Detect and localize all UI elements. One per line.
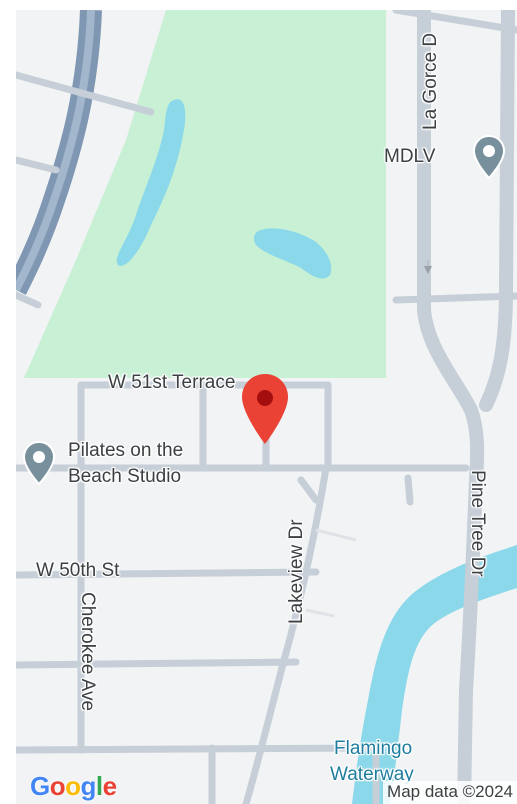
map-base-layer	[16, 10, 517, 804]
lake-north	[116, 99, 186, 266]
map-canvas[interactable]: W 51st Terrace W 50th St Cherokee Ave La…	[16, 10, 517, 804]
place-marker-icon	[22, 440, 56, 486]
water-label-line1: Flamingo	[334, 738, 413, 759]
flamingo-waterway	[352, 545, 517, 804]
poi-pilates-label-line2: Beach Studio	[68, 466, 182, 487]
water-label-line2: Waterway	[330, 764, 414, 785]
logo-letter-l: l	[95, 771, 103, 801]
logo-letter-g2: g	[80, 771, 97, 801]
map-attribution[interactable]: Map data ©2024	[383, 781, 517, 804]
street-label-pine-tree-dr: Pine Tree Dr	[467, 470, 488, 577]
park-area	[24, 10, 386, 378]
google-logo: Google	[30, 771, 117, 802]
logo-letter-g: G	[30, 771, 50, 801]
map-pin-icon[interactable]	[239, 372, 291, 448]
lake-east	[253, 228, 332, 279]
street-label-lakeview-dr: Lakeview Dr	[286, 519, 307, 624]
arterial-roads	[417, 10, 515, 804]
logo-letter-o2: o	[65, 771, 81, 801]
poi-mdlv-label: MDLV	[384, 146, 436, 167]
highway	[16, 10, 102, 295]
street-label-la-gorce-dr: La Gorce D	[420, 32, 441, 130]
street-label-w-50th-st: W 50th St	[36, 560, 120, 581]
place-marker-icon	[472, 134, 506, 180]
local-roads	[16, 10, 517, 804]
logo-letter-o1: o	[49, 771, 66, 801]
street-label-cherokee-ave: Cherokee Ave	[77, 592, 98, 712]
poi-pilates-label-line1: Pilates on the	[68, 440, 184, 461]
logo-letter-e: e	[102, 771, 117, 801]
street-label-w-51st-terrace: W 51st Terrace	[108, 372, 236, 393]
